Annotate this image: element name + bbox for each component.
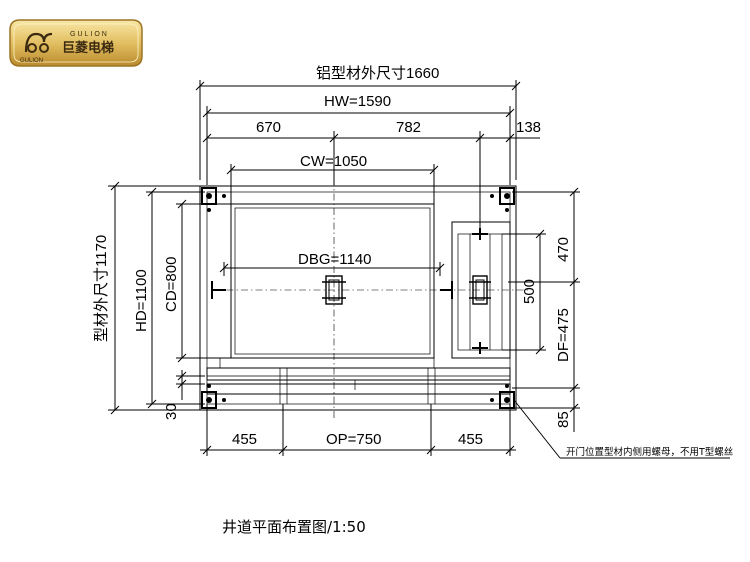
brand-logo: GULION 巨菱电梯 GULION (9, 19, 143, 67)
dim-cw: CW=1050 (300, 153, 367, 170)
car-hoist-block-icon (322, 275, 346, 305)
dim-cwt-top: 470 (555, 237, 572, 262)
top-dimension-lines (195, 80, 540, 235)
shaft-plan (199, 150, 530, 420)
dim-side-left: 455 (232, 431, 257, 448)
drawing-caption: 井道平面布置图/1:50 (222, 518, 366, 536)
dim-side-right: 455 (458, 431, 483, 448)
counterweight-block-icon (469, 275, 491, 305)
dim-right-offset: 782 (396, 119, 421, 136)
dim-dbg: DBG=1140 (298, 251, 372, 268)
corner-post-icon (201, 384, 226, 409)
left-dimension-lines (108, 181, 232, 415)
right-dimension-lines (502, 187, 580, 432)
dim-profile-outer-width: 铝型材外尺寸1660 (316, 65, 439, 82)
dim-bottom-85: 85 (555, 411, 572, 428)
logo-chinese: 巨菱电梯 (62, 40, 114, 56)
dim-hd: HD=1100 (133, 269, 150, 332)
corner-post-icon (490, 187, 515, 212)
car-guide-rail-left-icon (211, 281, 226, 299)
dim-left-offset: 670 (256, 119, 281, 136)
dim-df: DF=475 (555, 308, 572, 362)
car-guide-rail-right-icon (440, 281, 453, 299)
dim-op: OP=750 (326, 431, 381, 448)
logo-latin-top: GULION (70, 31, 109, 38)
dim-profile-outer-depth: 型材外尺寸1170 (93, 235, 110, 342)
logo-latin-bottom: GULION (20, 58, 43, 64)
logo-mark-icon (24, 32, 53, 53)
dim-right-margin: 138 (516, 119, 541, 136)
note-leader (513, 399, 730, 459)
corner-post-icon (201, 187, 226, 212)
bottom-dimension-lines (200, 404, 516, 456)
dim-hw: HW=1590 (324, 93, 391, 110)
dim-cwt-depth: 500 (521, 279, 538, 304)
dim-bottom-30: 30 (163, 403, 180, 420)
door-profile-note: 开门位置型材内侧用螺母，不用T型螺丝 (566, 446, 733, 458)
dim-cd: CD=800 (163, 257, 180, 312)
